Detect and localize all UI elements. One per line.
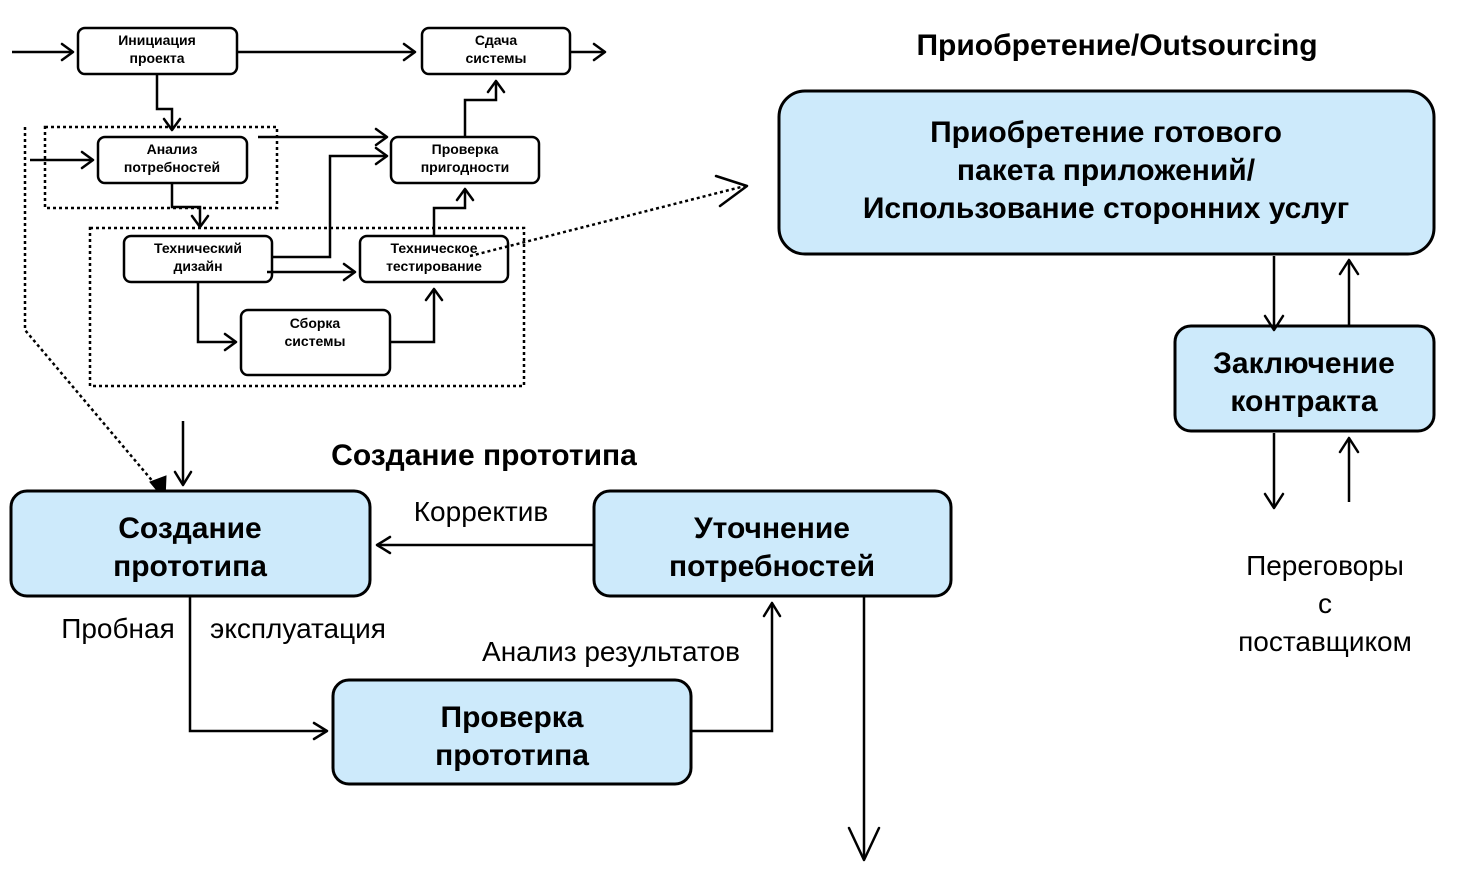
node-delivery-line-2: системы — [466, 50, 527, 66]
node-create-prototype-line-1: Создание — [118, 512, 261, 545]
node-analysis-line-2: потребностей — [124, 159, 220, 175]
node-analysis: Анализ потребностей — [96, 135, 249, 185]
analysis-group-dotted-box — [43, 125, 279, 210]
dotted-link-to-prototype — [23, 127, 161, 491]
node-acquire-line-2: пакета приложений/ — [957, 154, 1256, 187]
label-correction: Корректив — [414, 496, 549, 527]
negotiations-line-3: поставщиком — [1238, 626, 1412, 657]
node-acquire-line-1: Приобретение готового — [930, 116, 1282, 149]
negotiations-line-2: с — [1318, 588, 1332, 619]
node-assembly: Сборка системы — [239, 308, 392, 377]
node-tech-design: Технический дизайн — [122, 234, 274, 284]
node-tech-testing-line-1: Техническое — [391, 240, 478, 256]
node-create-prototype: Создание прототипа — [9, 489, 372, 598]
development-group-dotted-box — [88, 226, 526, 388]
node-fitness-check-line-2: пригодности — [421, 159, 510, 175]
node-check-prototype-line-1: Проверка — [441, 701, 584, 734]
label-trial-part-2: эксплуатация — [210, 613, 386, 644]
node-refine-line-2: потребностей — [669, 550, 875, 583]
prototype-title: Создание прототипа — [331, 439, 637, 472]
node-create-prototype-line-2: прототипа — [113, 550, 267, 583]
node-contract-line-1: Заключение — [1213, 347, 1395, 380]
waterfall-arrows — [12, 42, 607, 352]
node-tech-design-line-2: дизайн — [173, 258, 222, 274]
node-tech-design-line-1: Технический — [154, 240, 242, 256]
dotted-link-to-outsourcing — [469, 184, 746, 258]
node-acquire-package: Приобретение готового пакета приложений/… — [777, 89, 1436, 256]
dotted-link-to-outsourcing-head — [714, 174, 749, 208]
negotiations-line-1: Переговоры — [1246, 550, 1404, 581]
node-contract-line-2: контракта — [1230, 385, 1377, 418]
negotiations-label: Переговоры с поставщиком — [1238, 550, 1412, 657]
node-analysis-line-1: Анализ — [147, 141, 198, 157]
node-refine-requirements: Уточнение потребностей — [592, 489, 953, 598]
outsourcing-arrows — [1263, 256, 1360, 510]
node-refine-line-1: Уточнение — [694, 512, 850, 545]
prototype-arrows — [173, 421, 881, 862]
node-tech-testing: Техническое тестирование — [358, 234, 510, 284]
node-assembly-line-1: Сборка — [290, 315, 341, 331]
outsourcing-title: Приобретение/Outsourcing — [916, 29, 1317, 62]
node-tech-testing-line-2: тестирование — [386, 258, 482, 274]
node-initiation: Инициация проекта — [76, 26, 239, 76]
node-initiation-line-1: Инициация — [118, 32, 196, 48]
label-trial-part-1: Пробная — [61, 613, 175, 644]
node-check-prototype: Проверка прототипа — [331, 678, 693, 786]
node-fitness-check-line-1: Проверка — [432, 141, 499, 157]
node-initiation-line-2: проекта — [130, 50, 185, 66]
node-delivery-line-1: Сдача — [475, 32, 518, 48]
node-contract: Заключение контракта — [1173, 324, 1436, 433]
label-results-analysis: Анализ результатов — [482, 636, 740, 667]
node-acquire-line-3: Использование сторонних услуг — [863, 192, 1349, 225]
node-assembly-line-2: системы — [285, 333, 346, 349]
node-fitness-check: Проверка пригодности — [389, 135, 541, 185]
node-delivery: Сдача системы — [420, 26, 572, 76]
node-check-prototype-line-2: прототипа — [435, 739, 589, 772]
